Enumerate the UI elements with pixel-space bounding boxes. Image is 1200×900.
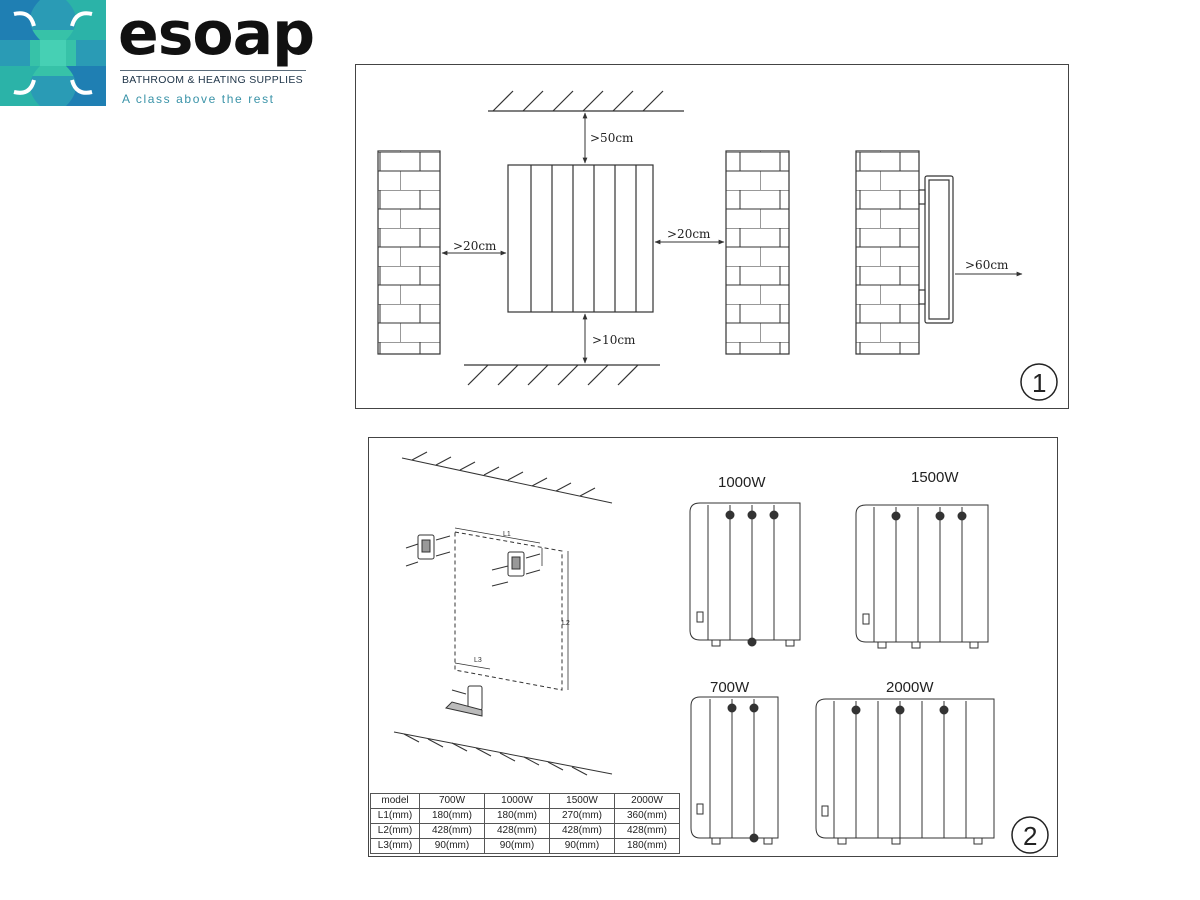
table-cell: L1(mm): [370, 808, 420, 824]
dim-l1-label: L1: [503, 531, 511, 538]
table-row: L1(mm) 180(mm) 180(mm) 270(mm) 360(mm): [370, 808, 680, 824]
table-row: L3(mm) 90(mm) 90(mm) 90(mm) 180(mm): [370, 838, 680, 854]
table-cell: 180(mm): [484, 808, 550, 824]
radiator-2000w: [815, 698, 995, 845]
table-cell: 428(mm): [614, 823, 680, 839]
brand-name: esoap: [118, 0, 315, 69]
radiator-side-view: [918, 175, 954, 324]
brick-wall-right: [725, 150, 790, 355]
table-cell: L3(mm): [370, 838, 420, 854]
table-cell: 90(mm): [484, 838, 550, 854]
table-cell: 270(mm): [549, 808, 615, 824]
wall-hatch-top: [401, 451, 613, 504]
ceiling-hatch: [488, 90, 684, 112]
diagram2-frame: [368, 437, 1058, 857]
diagram1-number-badge: [1020, 363, 1058, 401]
table-cell: L2(mm): [370, 823, 420, 839]
floor-hatch: [464, 364, 660, 386]
wall-hatch-bottom: [393, 731, 613, 776]
table-cell: 428(mm): [484, 823, 550, 839]
clearance-right-label: >20cm: [667, 227, 711, 241]
table-cell: 90(mm): [419, 838, 485, 854]
brand-logo: esoap BATHROOM & HEATING SUPPLIES A clas…: [0, 0, 320, 110]
mounting-outline: [454, 531, 563, 691]
model-label-700w: 700W: [710, 679, 750, 696]
brand-tagline-top: BATHROOM & HEATING SUPPLIES: [122, 74, 303, 86]
clearance-bottom-label: >10cm: [592, 333, 636, 347]
dim-l3-label: L3: [474, 657, 482, 664]
table-row: L2(mm) 428(mm) 428(mm) 428(mm) 428(mm): [370, 823, 680, 839]
table-header-row: model 700W 1000W 1500W 2000W: [370, 793, 680, 809]
clearance-top-label: >50cm: [590, 131, 634, 145]
table-cell: 180(mm): [614, 838, 680, 854]
radiator-front-view: [507, 164, 654, 313]
wall-bracket-left: [405, 534, 451, 567]
model-label-1000w: 1000W: [718, 474, 766, 491]
wall-bracket-right: [491, 551, 541, 587]
dim-l2-label: L2: [562, 620, 570, 627]
radiator-1000w: [689, 502, 801, 647]
table-header-cell: model: [370, 793, 420, 809]
diagram2-number: 2: [1023, 821, 1037, 851]
table-cell: 360(mm): [614, 808, 680, 824]
table-cell: 428(mm): [419, 823, 485, 839]
model-label-1500w: 1500W: [911, 469, 959, 486]
clearance-left-label: >20cm: [453, 239, 497, 253]
table-header-cell: 2000W: [614, 793, 680, 809]
brick-wall-left: [377, 150, 441, 355]
table-header-cell: 1500W: [549, 793, 615, 809]
dimensions-table: model 700W 1000W 1500W 2000W L1(mm) 180(…: [370, 793, 680, 854]
brick-wall-side: [855, 150, 920, 355]
radiator-700w: [690, 696, 779, 845]
clearance-front-label: >60cm: [965, 258, 1009, 272]
table-header-cell: 700W: [419, 793, 485, 809]
esoap-logo-mark: [0, 0, 106, 106]
diagram1-frame: [355, 64, 1069, 409]
model-label-2000w: 2000W: [886, 679, 934, 696]
brand-tagline-bottom: A class above the rest: [122, 92, 275, 106]
radiator-1500w: [855, 504, 989, 649]
table-cell: 180(mm): [419, 808, 485, 824]
table-cell: 428(mm): [549, 823, 615, 839]
table-cell: 90(mm): [549, 838, 615, 854]
floor-bracket: [445, 685, 483, 717]
brand-divider: [120, 70, 306, 71]
diagram1-number: 1: [1032, 368, 1046, 398]
table-header-cell: 1000W: [484, 793, 550, 809]
diagram2-number-badge: [1011, 816, 1049, 854]
